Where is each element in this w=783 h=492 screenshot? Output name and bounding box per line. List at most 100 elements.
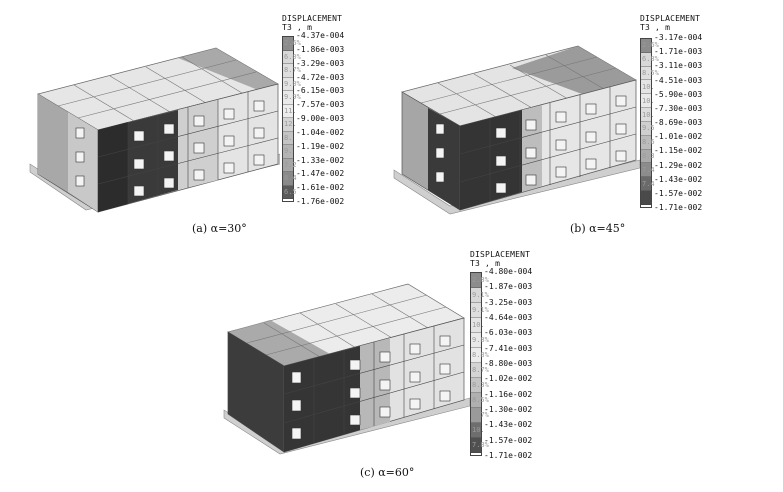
legend-swatch: 8.7%	[471, 363, 489, 378]
legend-swatch: 6.0%	[283, 50, 301, 64]
legend-swatch: 8.5%	[471, 393, 489, 408]
legend-swatch: 8.8%	[471, 348, 489, 363]
legend-percent: 9.8%	[472, 336, 489, 344]
legend-subtitle: T3 , m	[470, 259, 501, 268]
legend-value: -1.15e-002	[654, 146, 703, 156]
building-model-b	[393, 45, 640, 215]
legend-value: -4.64e-003	[484, 313, 533, 322]
legend-percent: 9.9%	[284, 93, 301, 102]
legend-percent: 12.	[284, 120, 297, 129]
legend-value: -1.47e-002	[296, 169, 345, 179]
legend-a: DISPLACEMENT T3 , m 2.6%6.0%8.7%9.0%9.9%…	[282, 14, 392, 210]
legend-value: -1.57e-002	[484, 435, 533, 445]
legend-percent: 6.7%	[472, 411, 489, 419]
legend-swatch: 8.6	[641, 135, 655, 150]
legend-swatch: 6.8%	[641, 52, 659, 67]
legend-swatch: 11.	[283, 104, 297, 118]
legend-value: -1.61e-002	[296, 183, 345, 193]
legend-percent: 8.	[284, 133, 293, 142]
legend-value: -1.43e-002	[484, 420, 533, 430]
legend-value: -7.41e-003	[484, 343, 533, 353]
legend-swatch: 10.	[641, 94, 655, 109]
legend-value: -1.71e-003	[654, 47, 703, 57]
legend-percent: 8.8%	[472, 351, 489, 359]
building-model-c	[223, 283, 470, 455]
legend-value: -4.72e-003	[296, 72, 345, 82]
legend-swatch: 7.8%	[471, 438, 489, 453]
legend-swatch: 7.2	[283, 158, 297, 172]
legend-swatch: 9.5	[641, 121, 655, 136]
legend-percent: 7.8%	[472, 441, 489, 449]
legend-title: DISPLACEMENT	[282, 14, 343, 23]
legend-title: DISPLACEMENT	[470, 250, 531, 259]
legend-value: -6.03e-003	[484, 328, 533, 338]
legend-value: -8.80e-003	[484, 359, 533, 368]
legend-title: DISPLACEMENT	[640, 14, 701, 23]
legend-swatch: 2.6%	[641, 39, 659, 53]
legend-percent: 7.4	[642, 165, 655, 174]
legend-swatch: 8.	[283, 131, 293, 145]
legend-value: -1.33e-002	[296, 155, 345, 165]
base-slab	[29, 153, 280, 211]
legend-value: -7.30e-003	[654, 103, 703, 113]
legend-subtitle: T3 , m	[640, 23, 671, 32]
legend-percent: 8.7%	[472, 366, 489, 374]
legend-value: -3.11e-003	[654, 61, 703, 71]
legend-swatch: 9.1%	[471, 303, 489, 318]
building-model-a	[29, 47, 280, 213]
legend-percent: 2.6%	[642, 41, 659, 50]
legend-percent: 10.	[642, 96, 655, 105]
legend-percent: 11.	[284, 106, 297, 115]
caption-b: (b) α=45°	[570, 222, 626, 235]
legend-percent: 8.6	[642, 138, 655, 147]
legend-value: -5.90e-003	[654, 89, 703, 99]
legend-swatch: 12.	[283, 118, 297, 132]
legend-percent: 6.0%	[284, 52, 301, 61]
legend-percent: 8.3%	[472, 381, 489, 389]
legend-percent: 9.1%	[472, 306, 489, 314]
legend-percent: 2.8%	[472, 276, 489, 284]
legend-value: -1.76e-002	[296, 197, 345, 206]
legend-percent: 10.	[642, 82, 655, 91]
legend-value: -6.15e-003	[296, 86, 345, 96]
legend-swatch: 9.1%	[471, 288, 489, 303]
legend-swatch: 7.4	[641, 177, 655, 192]
legend-value: -1.30e-002	[484, 405, 533, 414]
legend-percent: 2.6%	[284, 39, 301, 48]
legend-value: -4.51e-003	[654, 75, 703, 85]
legend-percent: 8.4	[284, 174, 297, 183]
legend-b: DISPLACEMENT T3 , m 2.6%6.8%8.5%10.10.10…	[640, 14, 780, 214]
legend-swatch: 10.	[641, 108, 655, 122]
legend-percent: 7.2	[284, 160, 297, 169]
legend-swatch: 2.6%	[283, 37, 301, 51]
legend-value: -1.71e-002	[654, 203, 703, 212]
legend-swatch: 9.8%	[471, 333, 489, 348]
legend-swatch: 8.5%	[641, 66, 659, 81]
legend-percent: 7.4	[642, 179, 655, 188]
legend-value: -1.02e-002	[484, 374, 533, 384]
legend-value: -4.37e-004	[296, 31, 345, 40]
caption-c: (c) α=60°	[360, 466, 415, 479]
legend-swatch: 10.	[471, 318, 485, 333]
legend-swatch: 8.7%	[283, 64, 301, 78]
legend-swatch: 2.8%	[471, 273, 489, 288]
legend-swatch: 9.0%	[283, 77, 301, 91]
legend-percent: 6.8%	[642, 55, 659, 64]
legend-percent: 10.	[642, 110, 655, 119]
legend-value: -3.29e-003	[296, 58, 345, 68]
legend-swatch: 7.4	[641, 163, 655, 178]
legend-swatch: 10.	[641, 80, 655, 95]
legend-swatch: 6.5	[283, 185, 297, 199]
legend-value: -1.87e-003	[484, 282, 533, 292]
legend-swatch: 8.4	[283, 172, 297, 186]
legend-percent: 8.7%	[284, 66, 301, 75]
legend-swatch: 10.	[471, 423, 485, 438]
legend-percent: 8.3	[642, 152, 655, 161]
legend-percent: 10.	[472, 321, 485, 329]
legend-value: -1.16e-002	[484, 389, 533, 399]
legend-swatch: 8.3	[641, 149, 655, 164]
legend-percent: 6.5	[284, 187, 297, 196]
legend-value: -3.17e-004	[654, 33, 703, 42]
